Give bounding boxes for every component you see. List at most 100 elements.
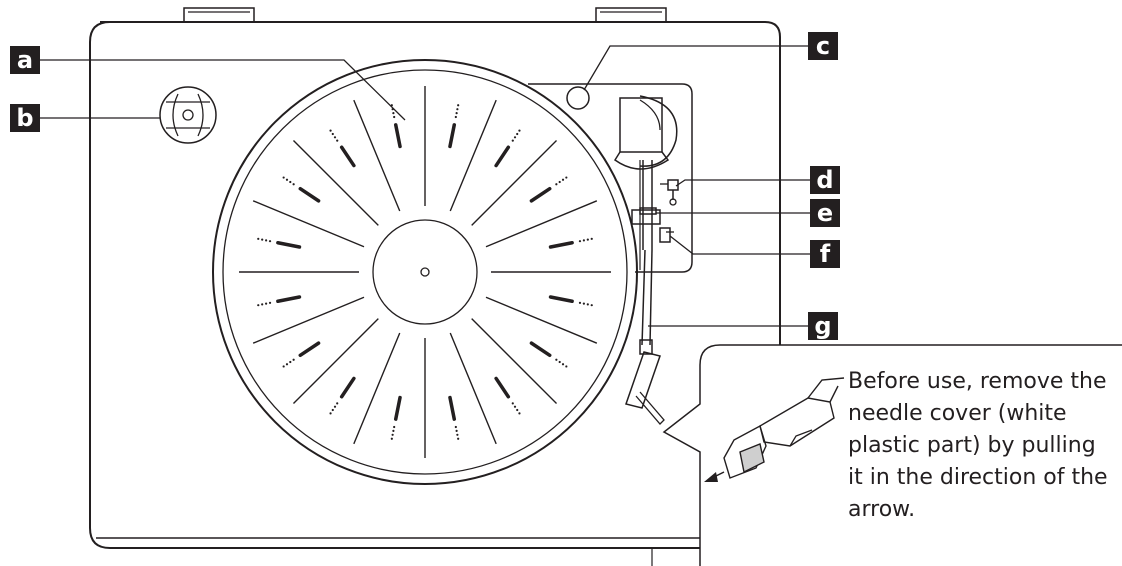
strobe-dot xyxy=(331,408,334,412)
platter-slot xyxy=(339,145,356,168)
leader-d xyxy=(675,179,810,187)
speed-knob xyxy=(566,86,590,110)
instruction-line: needle cover (white xyxy=(848,401,1067,426)
counterweight xyxy=(613,95,678,170)
strobe-dot xyxy=(391,433,394,436)
strobe-dot xyxy=(268,240,272,243)
strobe-dot xyxy=(565,365,568,368)
label-a-text: a xyxy=(17,46,33,74)
strobe-dot xyxy=(331,132,334,136)
label-d-text: d xyxy=(816,166,833,194)
strobe-dot xyxy=(578,301,582,304)
strobe-dot xyxy=(590,304,593,307)
platter-rib xyxy=(252,296,365,344)
callout-bubble xyxy=(662,344,1122,566)
strobe-dot xyxy=(454,115,457,119)
strobe-dot xyxy=(586,238,589,241)
strobe-dot xyxy=(457,104,460,107)
instruction-line: it in the direction of the xyxy=(848,465,1108,490)
strobe-dot xyxy=(578,240,582,243)
label-a: a xyxy=(10,46,40,74)
platter-rib xyxy=(449,332,497,445)
strobe-dot xyxy=(582,239,585,242)
adapter-45rpm xyxy=(159,86,217,144)
strobe-dot xyxy=(555,358,558,361)
platter-slot xyxy=(529,341,552,358)
platter-rib xyxy=(252,200,365,248)
strobe-dot xyxy=(257,237,260,240)
strobe-dot xyxy=(511,139,514,142)
strobe-dot xyxy=(285,178,289,181)
strobe-dot xyxy=(257,304,260,307)
platter-slot xyxy=(276,295,302,304)
platter-slot xyxy=(298,341,321,358)
strobe-dot xyxy=(393,425,396,429)
leader-a xyxy=(40,59,406,121)
leader-f xyxy=(669,235,810,255)
strobe-dot xyxy=(558,360,561,364)
arrow-icon xyxy=(704,472,718,482)
strobe-dot xyxy=(333,405,337,408)
strobe-dot xyxy=(590,237,593,240)
spindle xyxy=(420,267,430,277)
platter-rib xyxy=(353,332,401,445)
strobe-dot xyxy=(393,115,396,119)
platter-slot xyxy=(548,240,574,249)
tonearm-base xyxy=(528,83,693,273)
strobe-dot xyxy=(455,112,458,115)
platter xyxy=(212,59,638,485)
strobe-dot xyxy=(333,136,337,139)
instruction-line: Before use, remove the xyxy=(848,369,1107,394)
strobe-dot xyxy=(511,402,514,405)
platter-slot xyxy=(494,145,511,168)
platter-rib xyxy=(485,200,598,248)
platter-slot xyxy=(448,395,457,421)
strobe-dot xyxy=(561,363,565,366)
platter-slot xyxy=(393,123,402,149)
platter-rib xyxy=(292,139,379,226)
strobe-dot xyxy=(289,360,292,364)
platter-slot xyxy=(494,376,511,399)
strobe-dot xyxy=(518,129,521,132)
instruction-line: arrow. xyxy=(848,497,916,522)
strobe-dot xyxy=(265,302,268,305)
label-c: c xyxy=(808,32,838,60)
platter-slot xyxy=(393,395,402,421)
label-e: e xyxy=(810,199,840,227)
strobe-dot xyxy=(329,129,332,132)
strobe-dot xyxy=(518,412,521,415)
strobe-dot xyxy=(516,132,519,136)
strobe-dot xyxy=(261,238,264,241)
platter-slot xyxy=(448,123,457,149)
strobe-dot xyxy=(454,425,457,429)
cartridge-illustration xyxy=(704,377,845,482)
label-g-text: g xyxy=(814,312,831,340)
platter-rib xyxy=(471,139,558,226)
strobe-dot xyxy=(292,358,295,361)
platter-slot xyxy=(339,376,356,399)
strobe-dot xyxy=(268,301,272,304)
arm-clamp xyxy=(639,207,657,215)
label-e-text: e xyxy=(817,199,833,227)
platter-rib xyxy=(485,296,598,344)
label-c-text: c xyxy=(816,32,830,60)
platter-ribs xyxy=(239,86,611,458)
leader-c xyxy=(583,45,808,91)
tonearm xyxy=(625,160,665,425)
strobe-dot xyxy=(265,239,268,242)
label-d: d xyxy=(810,166,840,194)
strobe-dot xyxy=(282,176,285,179)
strobe-dot xyxy=(261,303,264,306)
strobe-dot xyxy=(565,176,568,179)
strobe-dot xyxy=(456,108,459,111)
platter-label-area xyxy=(372,219,478,325)
label-b: b xyxy=(10,104,40,132)
strobe-dot xyxy=(513,136,517,139)
strobe-dot xyxy=(289,180,292,184)
label-g: g xyxy=(808,312,838,340)
strobe-dot xyxy=(336,139,339,142)
cue-lever xyxy=(660,179,679,206)
strobe-dot xyxy=(586,303,589,306)
platter-slot xyxy=(298,186,321,203)
strobe-dot xyxy=(392,112,395,115)
